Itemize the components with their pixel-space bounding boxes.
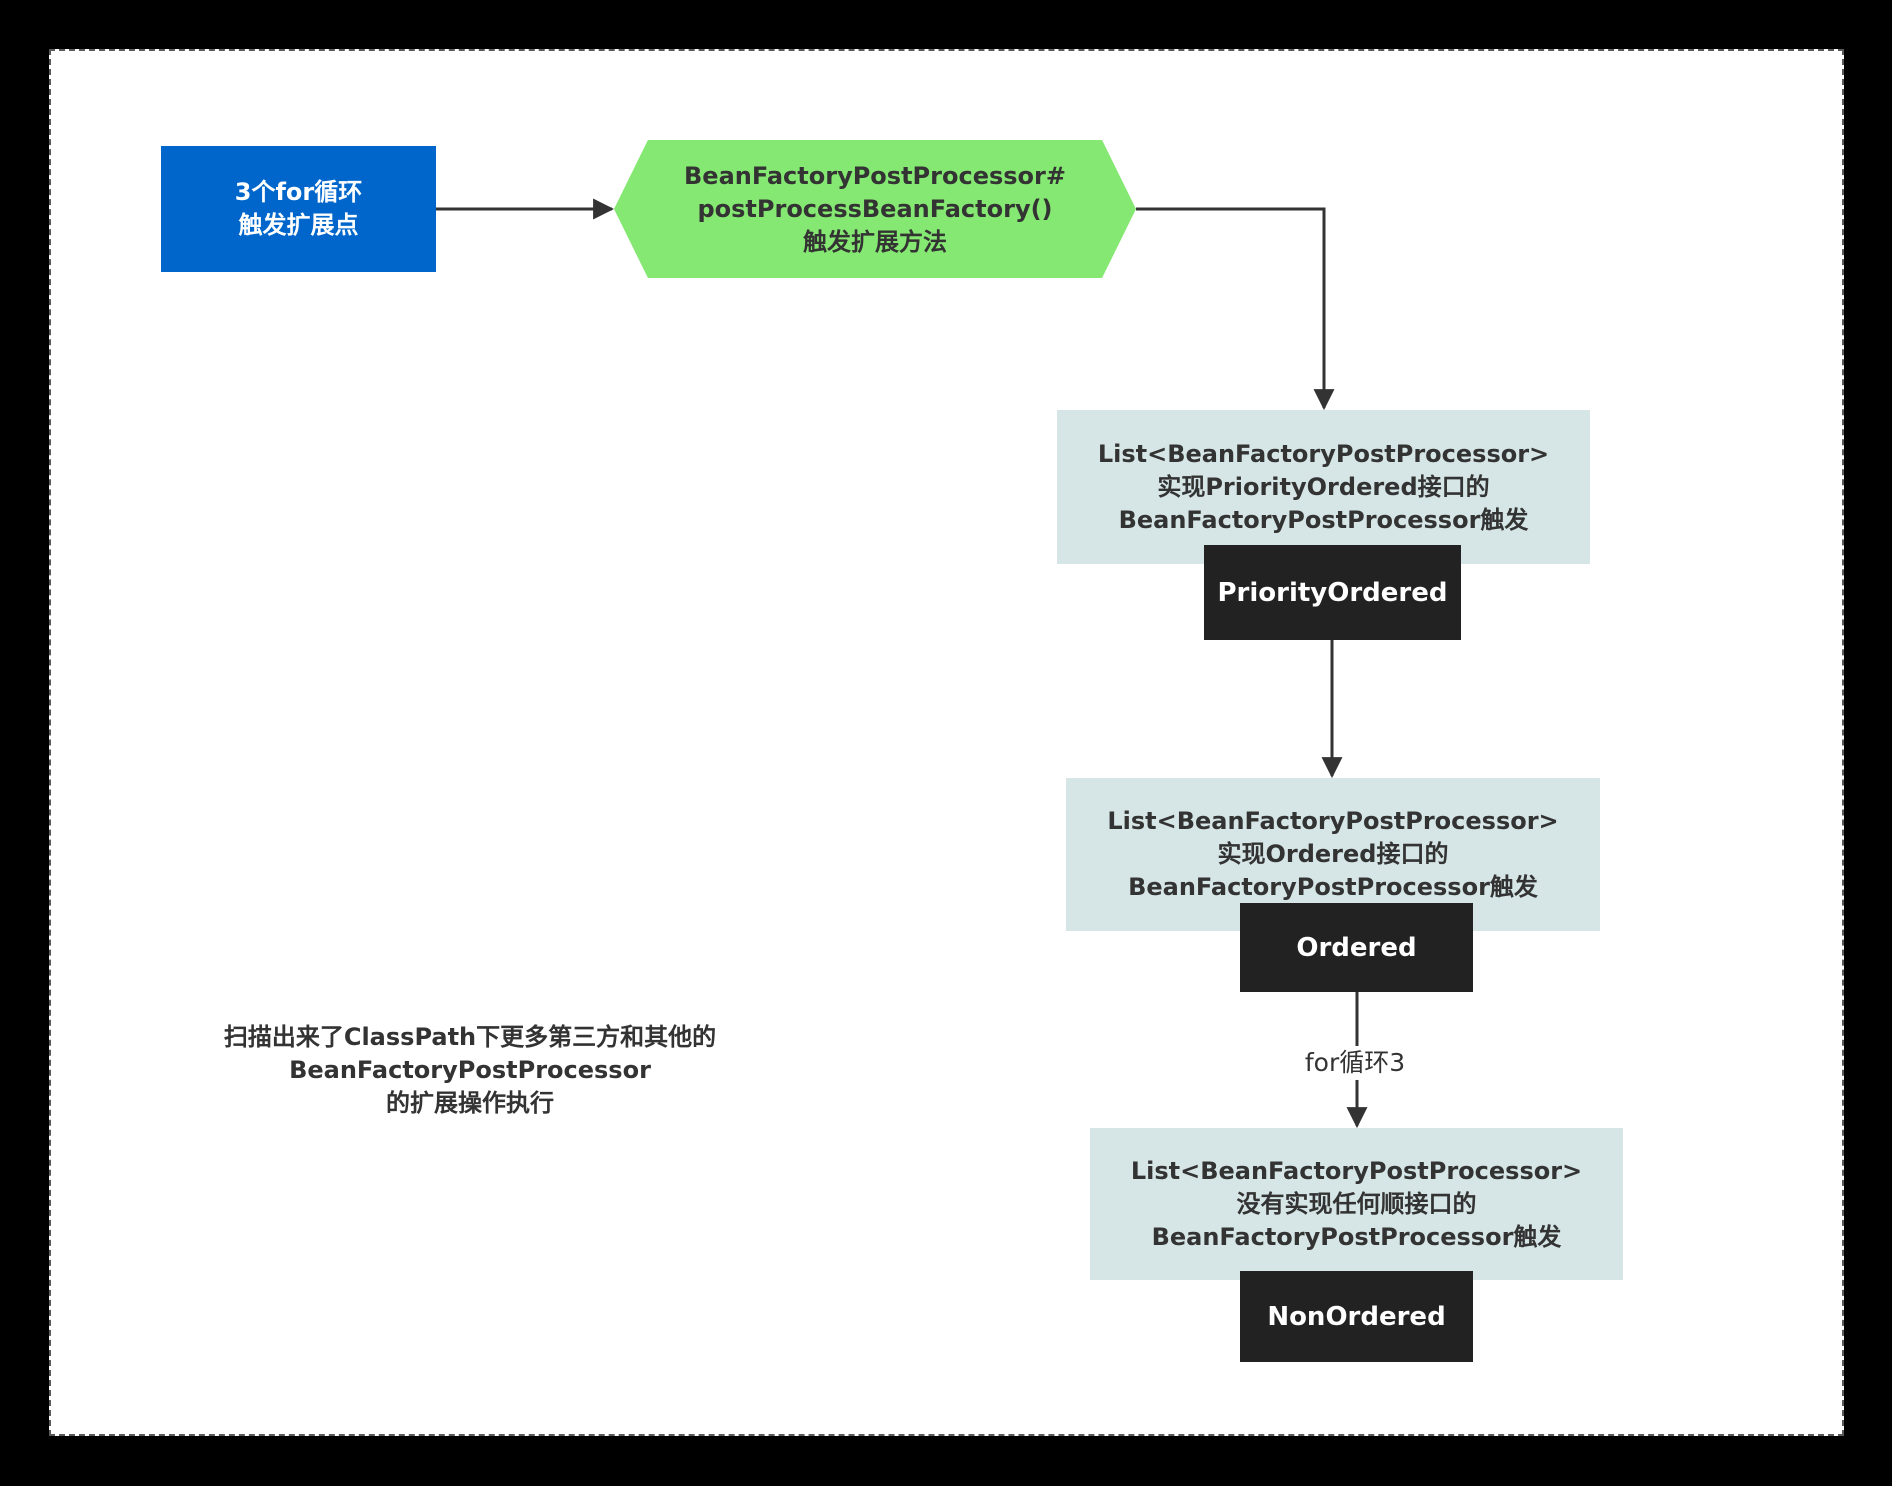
nonordered-list-line-1: List<BeanFactoryPostProcessor> (1130, 1156, 1583, 1185)
nonordered-list-node[interactable]: List<BeanFactoryPostProcessor> 没有实现任何顺接口… (1090, 1128, 1623, 1280)
ordered-list-line-1: List<BeanFactoryPostProcessor> (1107, 807, 1559, 835)
start-line-2: 触发扩展点 (238, 211, 359, 239)
start-line-1: 3个for循环 (234, 178, 363, 206)
nonordered-list-line-2: 没有实现任何顺接口的 (1236, 1189, 1477, 1218)
priority-list-line-1: List<BeanFactoryPostProcessor> (1097, 439, 1550, 468)
method-node[interactable]: BeanFactoryPostProcessor# postProcessBea… (614, 140, 1136, 278)
priority-list-node[interactable]: List<BeanFactoryPostProcessor> 实现Priorit… (1057, 410, 1590, 564)
priority-list-line-3: BeanFactoryPostProcessor触发 (1118, 505, 1529, 534)
method-line-2: postProcessBeanFactory() (697, 194, 1053, 223)
loop3-label: for循环3 (1290, 1046, 1420, 1080)
ordered-list-line-2: 实现Ordered接口的 (1217, 840, 1449, 868)
start-node[interactable]: 3个for循环 触发扩展点 (161, 146, 436, 272)
ordered-list-line-3: BeanFactoryPostProcessor触发 (1128, 873, 1538, 901)
priority-tag[interactable]: PriorityOrdered (1204, 545, 1461, 640)
note-line-1: 扫描出来了ClassPath下更多第三方和其他的 (223, 1022, 717, 1051)
note-line-2: BeanFactoryPostProcessor (289, 1055, 651, 1084)
priority-list-line-2: 实现PriorityOrdered接口的 (1157, 472, 1490, 501)
nonordered-list-line-3: BeanFactoryPostProcessor触发 (1151, 1222, 1562, 1251)
method-line-3: 触发扩展方法 (803, 227, 947, 256)
note-line-3: 的扩展操作执行 (386, 1088, 554, 1117)
method-line-1: BeanFactoryPostProcessor# (684, 161, 1066, 190)
nonordered-tag[interactable]: NonOrdered (1240, 1271, 1473, 1362)
ordered-tag[interactable]: Ordered (1240, 903, 1473, 992)
scan-note: 扫描出来了ClassPath下更多第三方和其他的 BeanFactoryPost… (190, 1015, 750, 1125)
